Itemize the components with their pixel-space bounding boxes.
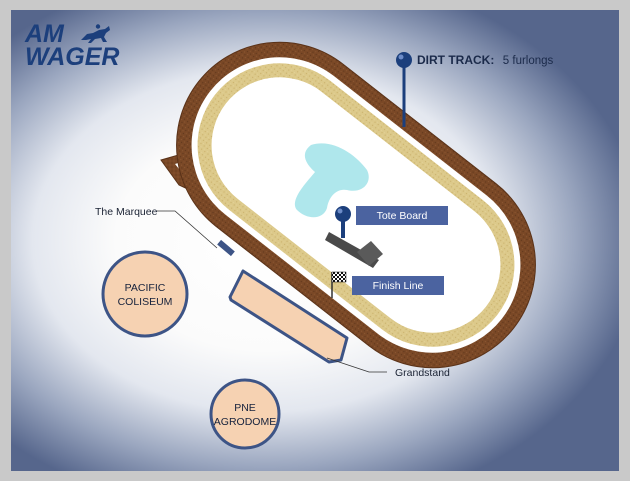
svg-text:Tote Board: Tote Board xyxy=(377,210,428,222)
logo-line1: AM xyxy=(24,20,65,48)
finish-line-tag: Finish Line xyxy=(352,276,444,295)
svg-text:Finish Line: Finish Line xyxy=(373,280,424,292)
checkered-flag-icon xyxy=(331,271,347,298)
pne-agrodome: PNE AGRODOME xyxy=(209,378,281,450)
am-wager-logo: AM WAGER xyxy=(24,20,119,71)
svg-text:AGRODOME: AGRODOME xyxy=(214,416,276,428)
svg-text:PNE: PNE xyxy=(234,402,256,414)
map-pin-icon xyxy=(396,52,412,127)
infield xyxy=(211,77,501,333)
svg-text:COLISEUM: COLISEUM xyxy=(118,296,173,308)
grandstand-label: Grandstand xyxy=(395,367,450,379)
map-card: AM WAGER xyxy=(11,10,619,471)
marquee-sign xyxy=(217,239,235,257)
logo-line2: WAGER xyxy=(25,43,119,71)
pacific-coliseum: PACIFIC COLISEUM xyxy=(101,250,189,338)
svg-text:PACIFIC: PACIFIC xyxy=(125,282,166,294)
racetrack-map: AM WAGER xyxy=(24,20,554,450)
horse-rider-icon xyxy=(81,24,110,43)
grandstand-leader xyxy=(326,357,387,373)
marquee-leader xyxy=(157,210,218,249)
tote-board-tag: Tote Board xyxy=(356,206,448,225)
grandstand-building xyxy=(228,269,349,364)
dirt-track-label: DIRT TRACK: 5 furlongs xyxy=(417,51,554,68)
infield-lake xyxy=(294,143,369,218)
marquee-label: The Marquee xyxy=(95,206,158,218)
tote-board-structure xyxy=(325,206,383,268)
